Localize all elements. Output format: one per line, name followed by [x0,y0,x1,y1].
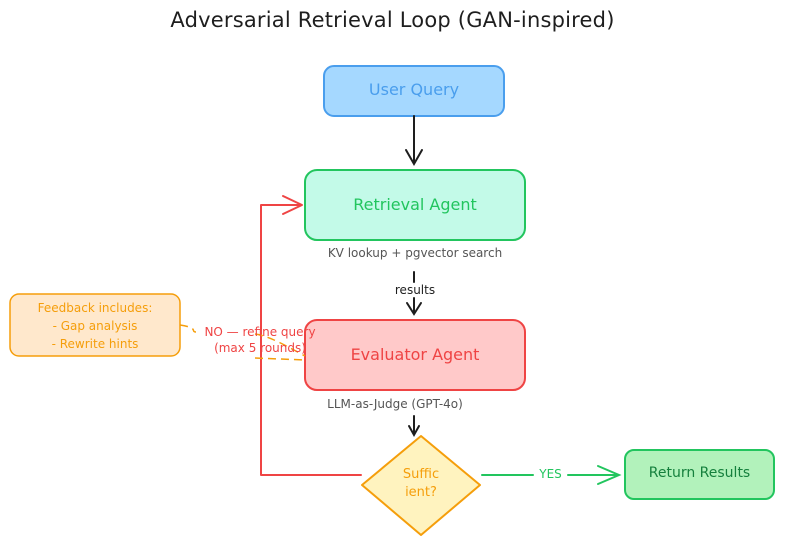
return-results-box [624,449,775,500]
evaluator-agent-caption: LLM-as-Judge (GPT-4o) [327,397,463,411]
feedback-note-line3: - Rewrite hints [51,337,139,351]
retrieval-agent-caption: KV lookup + pgvector search [327,246,503,260]
no-edge-label: NO — refine query (max 5 rounds) [190,324,330,356]
arrow-query-to-retrieval [405,115,423,167]
no-edge-label-line1: NO — refine query [204,325,316,339]
user-query-label: User Query [368,80,460,99]
arrow-yes [481,465,622,485]
evaluator-agent-label: Evaluator Agent [350,345,480,364]
diagram-title: Adversarial Retrieval Loop (GAN-inspired… [170,8,615,32]
evaluator-agent-box [304,319,526,391]
retrieval-agent-label: Retrieval Agent [353,195,477,214]
arrow-retrieval-to-evaluator [406,271,422,316]
decision-label: Suffic ient? [371,466,471,502]
decision-diamond [361,435,481,536]
feedback-note-line1: Feedback includes: [37,301,153,315]
arrow-evaluator-to-decision [408,415,420,438]
retrieval-agent-box [304,169,526,241]
feedback-note-line2: - Gap analysis [52,319,138,333]
feedback-note-text: Feedback includes: - Gap analysis - Rewr… [10,299,180,353]
decision-label-line1: Suffic [402,467,440,482]
arrow-no-loop [260,195,362,476]
note-connector [179,324,306,361]
yes-edge-label: YES [539,467,562,481]
return-results-label: Return Results [648,465,751,481]
no-edge-label-line2: (max 5 rounds) [214,341,306,355]
decision-label-line2: ient? [405,485,437,500]
results-edge-label: results [394,283,436,297]
